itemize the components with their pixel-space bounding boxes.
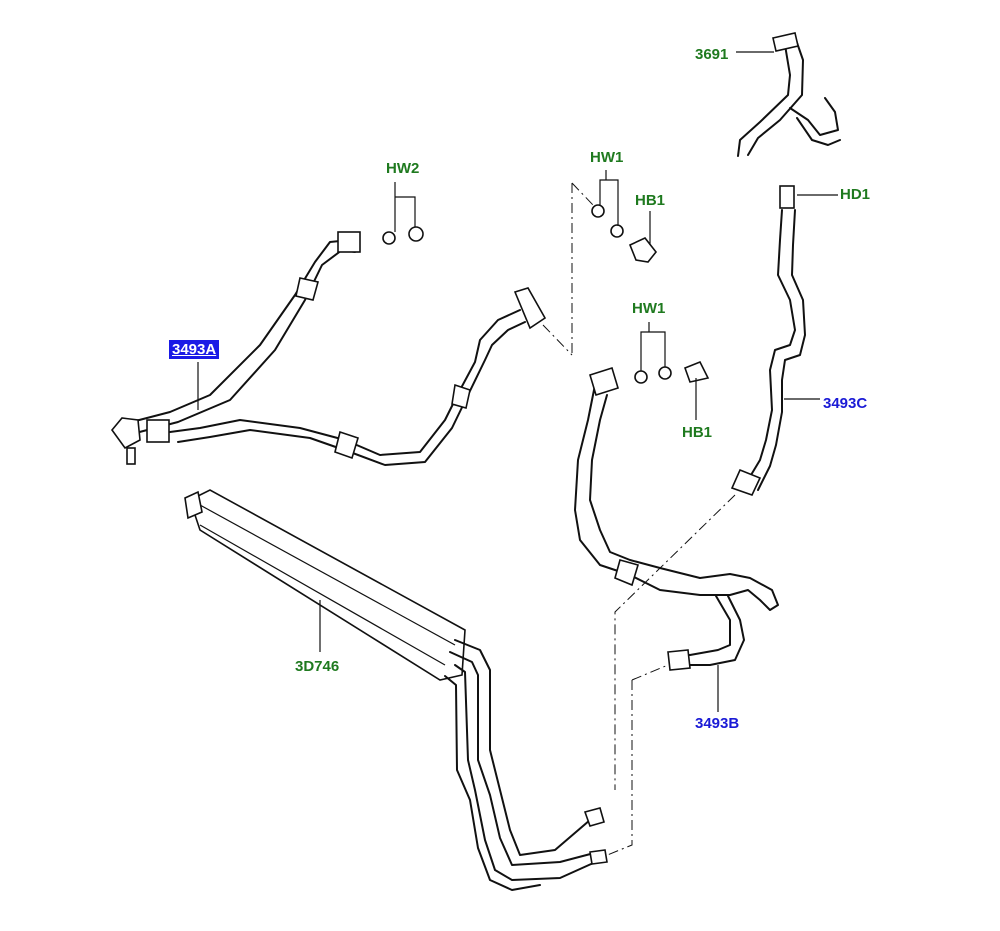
label-hw1-top[interactable]: HW1 xyxy=(590,149,624,166)
hose-3493a xyxy=(110,231,547,466)
reference-line xyxy=(571,182,594,206)
cooler-3d746 xyxy=(184,489,608,891)
label-3493b-link[interactable]: 3493B xyxy=(695,715,740,732)
reference-line xyxy=(542,324,573,356)
reference-line xyxy=(631,664,669,681)
hw2-washers xyxy=(382,226,424,245)
hw1-top-washers xyxy=(591,204,658,263)
leader-line xyxy=(599,170,619,226)
hose-3691 xyxy=(737,32,841,157)
label-hw2[interactable]: HW2 xyxy=(386,160,420,177)
label-hw1-mid[interactable]: HW1 xyxy=(632,300,666,317)
label-3493a-selected[interactable]: 3493A xyxy=(168,340,220,359)
leader-line xyxy=(394,182,416,232)
label-3d746[interactable]: 3D746 xyxy=(295,658,340,675)
hose-3493c xyxy=(730,185,806,496)
hw1-mid-washers xyxy=(634,360,710,384)
reference-line xyxy=(599,680,633,859)
leader-line xyxy=(640,322,666,371)
hose-3493b xyxy=(574,366,779,671)
label-hd1[interactable]: HD1 xyxy=(840,186,871,203)
label-3493c-link[interactable]: 3493C xyxy=(823,395,868,412)
label-hb1-top[interactable]: HB1 xyxy=(635,192,666,209)
label-3691[interactable]: 3691 xyxy=(695,46,729,63)
label-hb1-mid[interactable]: HB1 xyxy=(682,424,713,441)
reference-line xyxy=(614,494,736,790)
